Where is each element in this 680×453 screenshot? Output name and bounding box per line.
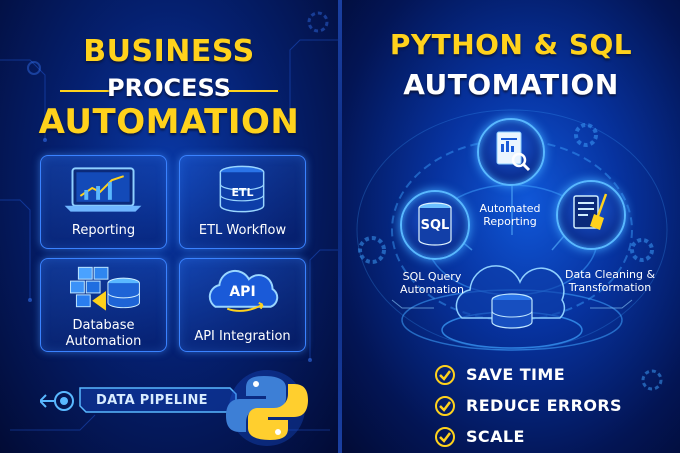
title-process: PROCESS bbox=[107, 74, 231, 102]
check-circle-icon bbox=[435, 427, 455, 447]
node-sql-query-label: SQL Query Automation bbox=[382, 270, 482, 296]
laptop-chart-icon bbox=[64, 167, 142, 212]
document-broom-icon bbox=[573, 193, 608, 230]
benefit-scale: SCALE bbox=[434, 424, 654, 450]
database-cubes-icon bbox=[70, 266, 140, 311]
sql-icon-text: SQL bbox=[420, 218, 450, 233]
card-api-label: API Integration bbox=[194, 329, 291, 344]
card-api-integration[interactable]: API API Integration bbox=[179, 258, 306, 352]
title-python-sql: PYTHON & SQL bbox=[389, 28, 633, 61]
node-data-cleaning-line2: Transformation bbox=[568, 281, 652, 294]
node-automated-reporting-line1: Automated bbox=[479, 202, 541, 215]
card-etl-workflow[interactable]: ETL ETL Workflow bbox=[179, 155, 306, 249]
check-circle-icon bbox=[435, 365, 455, 385]
left-panel: BUSINESS PROCESS AUTOMATION Reporting ET… bbox=[0, 0, 338, 453]
data-pipeline-banner: DATA PIPELINE bbox=[40, 384, 240, 418]
api-cloud-icon bbox=[208, 270, 279, 312]
card-database-automation[interactable]: Database Automation bbox=[40, 258, 167, 352]
api-icon-text: API bbox=[229, 284, 256, 300]
node-sql-query-line2: Automation bbox=[399, 283, 465, 296]
benefit-reduce-errors: REDUCE ERRORS bbox=[434, 393, 654, 419]
card-etl-label: ETL Workflow bbox=[198, 223, 287, 238]
title-automation: AUTOMATION bbox=[38, 102, 300, 142]
benefit-save-time-text: SAVE TIME bbox=[466, 365, 566, 384]
right-panel: PYTHON & SQL AUTOMATION Automated Report… bbox=[342, 0, 680, 453]
title-right-automation: AUTOMATION bbox=[403, 68, 619, 101]
circuit-background bbox=[0, 11, 338, 431]
etl-database-icon bbox=[219, 165, 265, 213]
title-rule-left bbox=[60, 90, 110, 92]
card-database-label-line2: Automation bbox=[65, 334, 142, 349]
benefit-scale-text: SCALE bbox=[466, 427, 525, 446]
pipeline-label: DATA PIPELINE bbox=[96, 393, 208, 408]
node-sql-query-line1: SQL Query bbox=[402, 270, 462, 283]
node-data-cleaning-line1: Data Cleaning & bbox=[564, 268, 656, 281]
card-reporting[interactable]: Reporting bbox=[40, 155, 167, 249]
card-reporting-label: Reporting bbox=[71, 223, 136, 238]
node-data-cleaning[interactable] bbox=[556, 180, 626, 250]
title-rule-right bbox=[228, 90, 278, 92]
card-database-label-line1: Database bbox=[72, 318, 135, 333]
check-circle-icon bbox=[435, 396, 455, 416]
node-data-cleaning-label: Data Cleaning & Transformation bbox=[547, 268, 673, 294]
benefit-reduce-errors-text: REDUCE ERRORS bbox=[466, 396, 622, 415]
report-magnifier-icon bbox=[496, 131, 531, 172]
python-logo-icon bbox=[226, 370, 308, 446]
panel-divider bbox=[338, 0, 342, 453]
title-business: BUSINESS bbox=[83, 34, 255, 69]
node-automated-reporting-label: Automated Reporting bbox=[460, 202, 560, 228]
node-automated-reporting-line2: Reporting bbox=[483, 215, 537, 228]
node-sql-query[interactable]: SQL bbox=[400, 190, 470, 260]
sql-database-icon bbox=[418, 202, 452, 246]
etl-icon-text: ETL bbox=[231, 186, 254, 199]
node-automated-reporting[interactable] bbox=[477, 118, 545, 186]
benefit-save-time: SAVE TIME bbox=[434, 362, 654, 388]
